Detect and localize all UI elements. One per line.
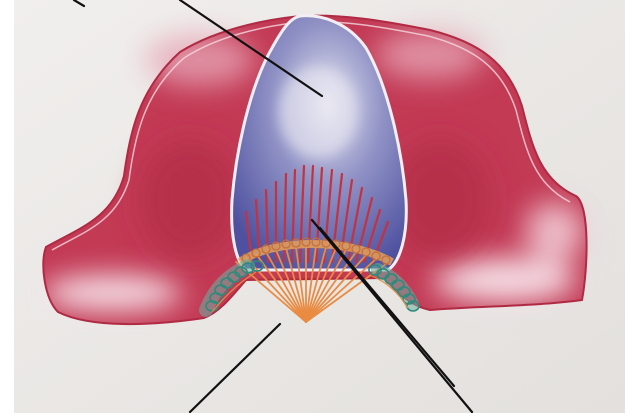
left-margin bbox=[0, 0, 14, 413]
inner-lobe-highlight bbox=[278, 66, 358, 158]
